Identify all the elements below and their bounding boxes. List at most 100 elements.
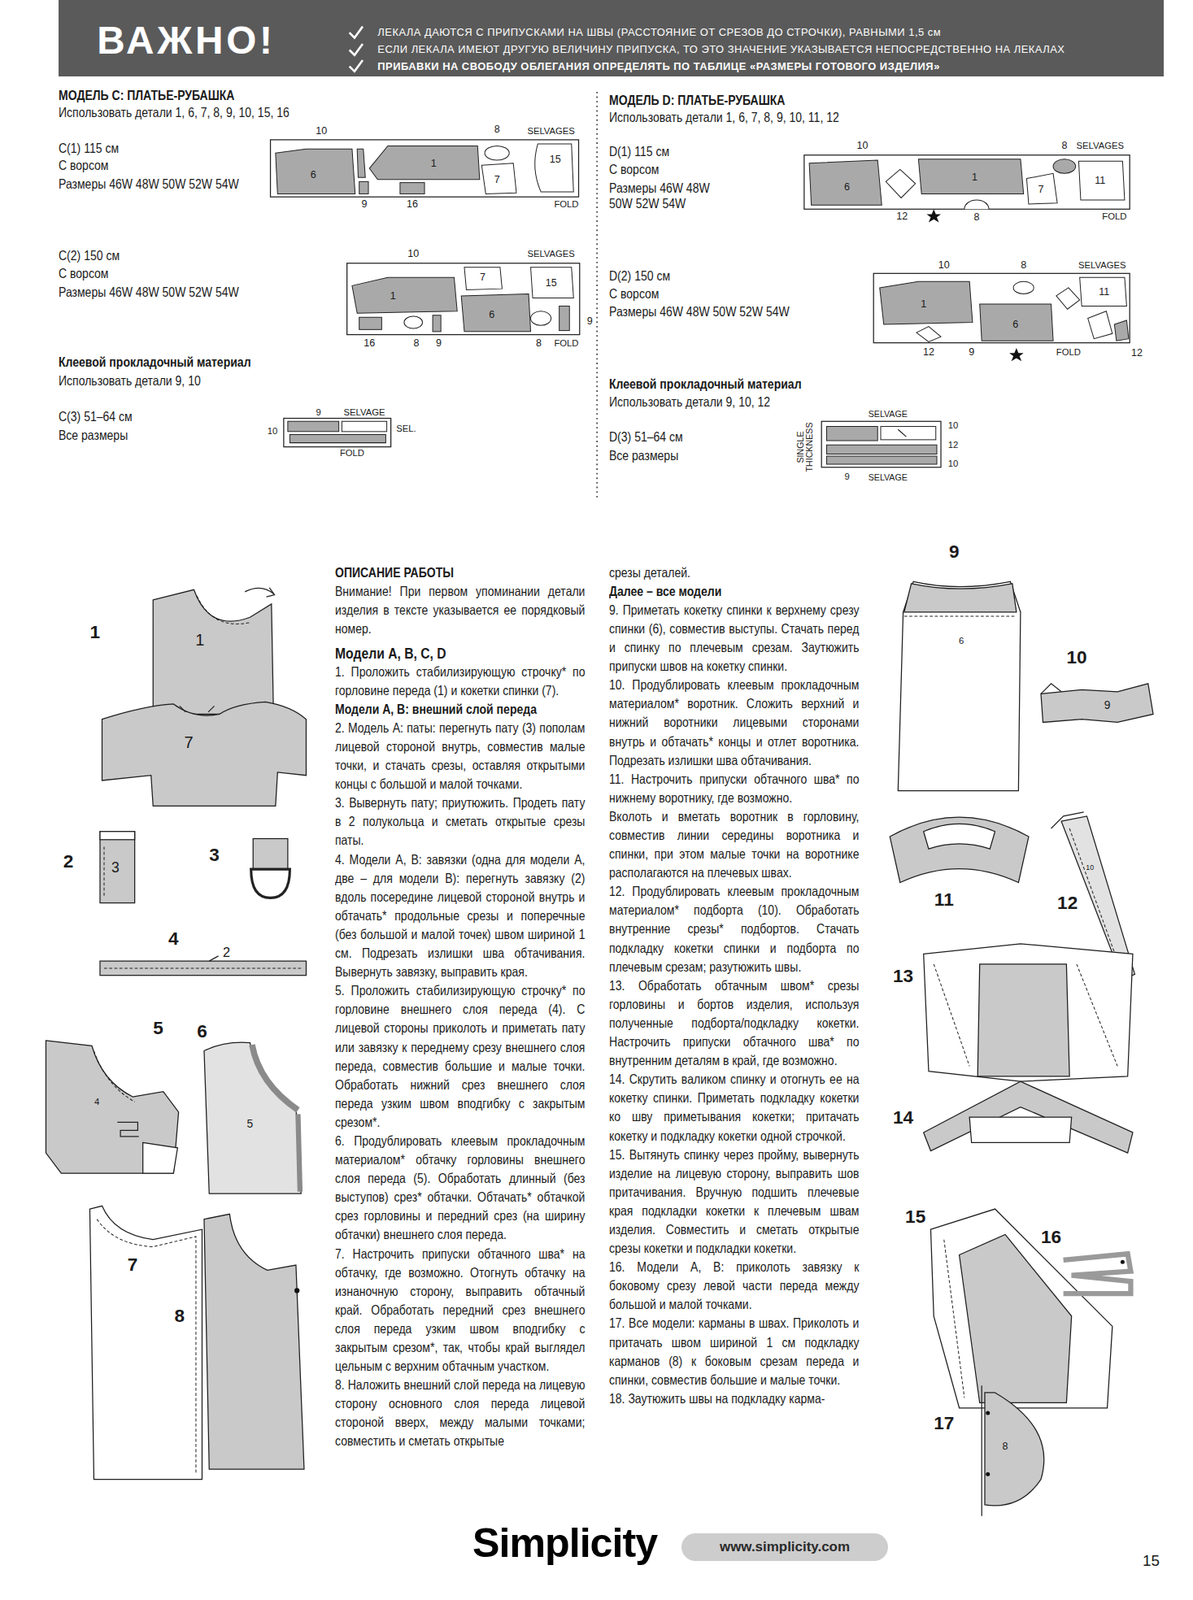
pattern-piece bbox=[531, 311, 552, 327]
hem-fold bbox=[143, 1142, 179, 1174]
layout-label: SELVAGES bbox=[1076, 140, 1125, 152]
text-column-inner: срезы деталей.Далее – все модели9. Приме… bbox=[609, 563, 859, 1409]
neckline bbox=[923, 823, 996, 850]
layout-label: 9 bbox=[361, 198, 368, 210]
mark-dot bbox=[985, 1472, 990, 1477]
layout-label: 9 bbox=[587, 315, 593, 327]
layout-label: SEL. bbox=[396, 423, 416, 435]
layout-label: 12 bbox=[923, 346, 935, 358]
section-heading: Клеевой прокладочный материал bbox=[58, 354, 252, 371]
pattern-piece bbox=[918, 159, 1024, 195]
instruction-text: 3. Вывернуть пату; приутюжить. Продеть п… bbox=[335, 793, 585, 850]
pattern-piece bbox=[1079, 277, 1128, 306]
instruction-text: 1. Проложить стабилизирующую строчку* по… bbox=[335, 662, 585, 701]
pattern-piece bbox=[531, 267, 575, 299]
section-heading: Клеевой прокладочный материал bbox=[609, 375, 802, 392]
pattern-piece bbox=[287, 421, 340, 432]
section-heading: МОДЕЛЬ С: ПЛАТЬЕ-РУБАШКА bbox=[58, 87, 235, 103]
notice-line: ПРИБАВКИ НА СВОБОДУ ОБЛЕГАНИЯ ОПРЕДЕЛЯТЬ… bbox=[377, 60, 941, 73]
layout-label: FOLD bbox=[1056, 346, 1081, 358]
tab-piece bbox=[100, 831, 135, 904]
body-text: C(1) 115 см bbox=[58, 140, 119, 157]
pattern-piece bbox=[400, 182, 425, 195]
stitch-line bbox=[104, 967, 302, 969]
instruction-text: 14. Скрутить валиком спинку и отогнуть е… bbox=[609, 1070, 859, 1146]
body-text: С ворсом bbox=[58, 157, 109, 174]
body-text: Размеры 46W 48W 50W 52W 54W bbox=[609, 180, 722, 212]
layout-label: 1 bbox=[920, 298, 927, 310]
instruction-heading: Модели А, В: внешний слой переда bbox=[335, 700, 585, 719]
figure-7 bbox=[89, 1206, 202, 1480]
back-roll bbox=[969, 1117, 1072, 1143]
instruction-text: 7. Настрочить припуски обтачного шва* на… bbox=[335, 1245, 585, 1377]
arrow bbox=[244, 587, 274, 594]
callout-number: 16 bbox=[1040, 1227, 1062, 1249]
instruction-heading: Модели А, В, С, D bbox=[335, 644, 585, 663]
figure-5 bbox=[45, 1040, 179, 1174]
cutting-layout-d1 bbox=[804, 155, 1130, 223]
layout-label: 12 bbox=[896, 210, 908, 223]
callout-number: 3 bbox=[208, 844, 220, 867]
instruction-text: 13. Обработать обтачным швом* срезы горл… bbox=[609, 976, 859, 1071]
pattern-piece bbox=[484, 145, 510, 161]
cutting-layout-d3 bbox=[821, 421, 941, 467]
pocket-piece bbox=[984, 1393, 1045, 1507]
notice-line: ЛЕКАЛА ДАЮТСЯ С ПРИПУСКАМИ НА ШВЫ (РАССТ… bbox=[377, 26, 941, 40]
instruction-text: 5. Проложить стабилизирующую строчку* по… bbox=[335, 981, 585, 1133]
pattern-piece bbox=[1056, 287, 1080, 310]
body-text: С ворсом bbox=[58, 265, 109, 282]
collar-attached bbox=[889, 817, 1029, 883]
layout-label: 9 bbox=[315, 406, 321, 418]
body-text: Использовать детали 9, 10, 12 bbox=[609, 394, 771, 410]
layout-label: 15 bbox=[545, 276, 558, 288]
layout-label: 7 bbox=[1038, 183, 1045, 196]
instruction-heading: Далее – все модели bbox=[609, 582, 859, 601]
body-text: Все размеры bbox=[58, 426, 128, 443]
front-outer-layer bbox=[45, 1040, 179, 1174]
brand-logo: Simplicity bbox=[472, 1520, 658, 1568]
figure-17 bbox=[981, 1385, 1045, 1517]
pattern-piece bbox=[809, 160, 882, 205]
body-text: Использовать детали 9, 10 bbox=[58, 373, 201, 389]
pattern-piece bbox=[916, 326, 941, 343]
cutting-layout-c3 bbox=[283, 418, 392, 448]
pattern-piece bbox=[404, 316, 423, 329]
stitch-line bbox=[93, 1051, 135, 1103]
pattern-piece bbox=[535, 143, 575, 192]
layout-label: 8 bbox=[1061, 139, 1067, 152]
instruction-text: 18. Заутюжить швы на подкладку карма- bbox=[609, 1389, 859, 1409]
pattern-piece bbox=[357, 148, 366, 178]
body-text: C(2) 150 см bbox=[58, 247, 120, 263]
pattern-piece bbox=[879, 281, 973, 325]
facing-band bbox=[297, 1114, 301, 1192]
pattern-piece bbox=[559, 305, 571, 331]
layout-label: FOLD bbox=[339, 448, 365, 459]
figure-6 bbox=[204, 1042, 301, 1194]
callout-number: 6 bbox=[196, 1021, 208, 1043]
stitch-line bbox=[103, 847, 105, 899]
star-mark bbox=[1009, 348, 1024, 362]
layout-label: 10 bbox=[407, 248, 419, 260]
stitch-line bbox=[96, 1219, 196, 1474]
instruction-text: 4. Модели А, В: завязки (одна для модели… bbox=[335, 850, 585, 983]
instruction-text: Вколоть и вметать воротник в горловину, … bbox=[609, 807, 859, 883]
yoke-roll bbox=[923, 1081, 1133, 1154]
d-ring bbox=[251, 869, 291, 898]
tab-end bbox=[100, 831, 135, 841]
stitch-line bbox=[933, 964, 1118, 1067]
callout-number: 9 bbox=[1104, 699, 1111, 713]
fabric-rect bbox=[804, 155, 1130, 210]
cutting-layout-c2 bbox=[347, 263, 580, 336]
callout-number: 4 bbox=[168, 928, 179, 950]
pattern-piece bbox=[826, 444, 937, 454]
layout-label: 1 bbox=[431, 157, 437, 170]
check-mark bbox=[348, 26, 362, 39]
layout-label: 6 bbox=[310, 168, 317, 180]
callout-number: 10 bbox=[1066, 647, 1087, 669]
tab-piece bbox=[252, 839, 288, 871]
layout-label: 6 bbox=[488, 308, 495, 320]
callout-number: 12 bbox=[1057, 892, 1078, 915]
pattern-piece bbox=[1026, 173, 1058, 205]
pattern-piece bbox=[341, 421, 387, 432]
text-column: ОПИСАНИЕ РАБОТЫВнимание! При первом упом… bbox=[335, 563, 585, 1452]
